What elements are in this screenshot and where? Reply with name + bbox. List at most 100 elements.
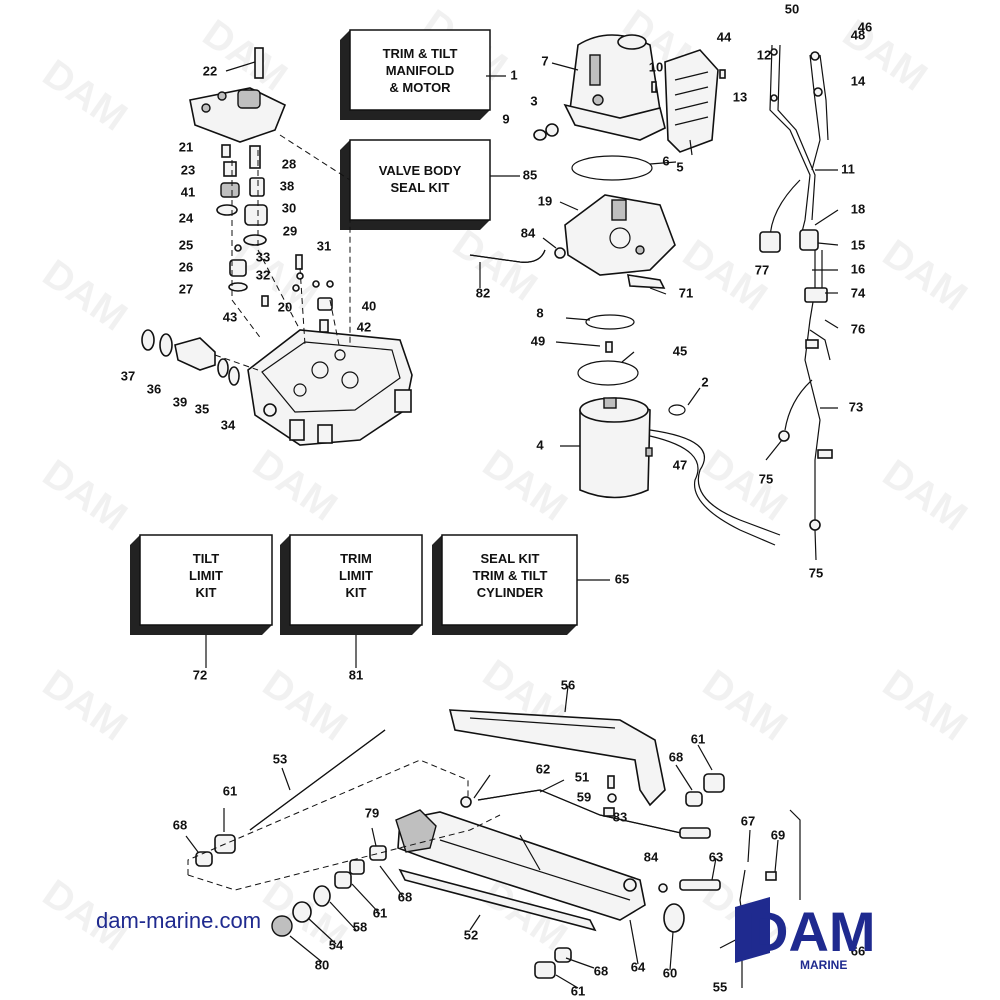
kit-box-manifold-line-2: MANIFOLD [386,63,455,78]
callout-68: 68 [594,963,608,978]
callout-85: 85 [523,167,537,182]
logo-name: DAM [748,900,876,963]
pipe-82-part [469,247,566,263]
callout-84: 84 [521,225,536,240]
pipe-62-part [477,789,721,891]
callout-51: 51 [575,769,589,784]
watermark: DAM [35,661,135,749]
callout-16: 16 [851,261,865,276]
callout-27: 27 [179,281,193,296]
kit-box-valve: VALVE BODY SEAL KIT [340,139,491,230]
callout-49: 49 [531,333,545,348]
logo-graphic: DAM MARINE [735,897,876,972]
callout-58: 58 [353,919,367,934]
callout-15: 15 [851,237,865,252]
callout-42: 42 [357,319,371,334]
small-valve-parts [216,144,334,333]
callout-26: 26 [179,259,193,274]
kit-box-seal-line-1: SEAL KIT [481,551,540,566]
callout-41: 41 [181,184,195,199]
seal-rings-and-fittings [533,69,726,181]
callout-83: 83 [613,809,627,824]
callout-84: 84 [644,849,659,864]
cylinder-assembly-part [395,809,646,932]
callout-62: 62 [536,761,550,776]
callout-63: 63 [709,849,723,864]
callout-47: 47 [673,457,687,472]
callout-9: 9 [502,111,509,126]
callout-68: 68 [669,749,683,764]
callout-34: 34 [221,417,236,432]
watermark: DAM [695,661,795,749]
website-link[interactable]: dam-marine.com [96,908,262,933]
callout-35: 35 [195,401,209,416]
callout-24: 24 [179,210,194,225]
watermark: DAM [35,251,135,339]
kit-box-manifold-line-1: TRIM & TILT [383,46,458,61]
callout-21: 21 [179,139,193,154]
kit-box-tilt-line-3: KIT [196,585,217,600]
callout-53: 53 [273,751,287,766]
callout-5: 5 [676,159,683,174]
pump-motor-part [577,314,781,546]
valve-cover-part [189,47,287,143]
kit-box-seal-line-3: CYLINDER [477,585,544,600]
watermark: DAM [255,661,355,749]
kit-box-tilt-line-1: TILT [193,551,220,566]
callout-40: 40 [362,298,376,313]
callout-3: 3 [530,93,537,108]
callout-39: 39 [173,394,187,409]
callout-61: 61 [223,783,237,798]
callout-68: 68 [398,889,412,904]
kit-box-tilt-line-2: LIMIT [189,568,223,583]
watermark: DAM [195,11,295,99]
leader-lines [185,61,839,989]
callout-81: 81 [349,667,363,682]
callout-73: 73 [849,399,863,414]
motor-cover-part [563,34,666,141]
side-valve-parts [141,329,240,386]
callout-60: 60 [663,965,677,980]
callout-22: 22 [203,63,217,78]
watermark: DAM [35,51,135,139]
callout-2: 2 [701,374,708,389]
callout-37: 37 [121,368,135,383]
callout-38: 38 [280,178,294,193]
kit-box-trim-line-2: LIMIT [339,568,373,583]
kit-box-trim: TRIM LIMIT KIT [280,534,423,635]
kit-box-seal: SEAL KIT TRIM & TILT CYLINDER [432,534,578,635]
logo-sub: MARINE [800,958,847,972]
watermark: DAM [875,661,975,749]
callout-43: 43 [223,309,237,324]
dam-marine-logo: DAM MARINE [730,895,930,980]
callout-50: 50 [785,1,799,16]
watermark: DAM [695,441,795,529]
watermark: DAM [245,441,345,529]
callout-82: 82 [476,285,490,300]
kit-box-manifold-line-3: & MOTOR [389,80,451,95]
callout-61: 61 [373,905,387,920]
callout-30: 30 [282,200,296,215]
callout-75: 75 [759,471,773,486]
callout-31: 31 [317,238,331,253]
callout-28: 28 [282,156,296,171]
callout-56: 56 [561,677,575,692]
dashed-cylinder-lines [187,759,501,891]
callout-10: 10 [649,59,663,74]
callout-14: 14 [851,73,866,88]
callout-36: 36 [147,381,161,396]
callout-79: 79 [365,805,379,820]
callout-67: 67 [741,813,755,828]
callout-19: 19 [538,193,552,208]
callout-6: 6 [662,153,669,168]
watermark: DAM [875,231,975,319]
callout-4: 4 [536,437,544,452]
callout-13: 13 [733,89,747,104]
kit-box-trim-line-1: TRIM [340,551,372,566]
callout-76: 76 [851,321,865,336]
kit-box-manifold: TRIM & TILT MANIFOLD & MOTOR [340,29,491,120]
callout-7: 7 [541,53,548,68]
bushings-and-washers [195,773,801,979]
callout-52: 52 [464,927,478,942]
callout-55: 55 [713,979,727,994]
